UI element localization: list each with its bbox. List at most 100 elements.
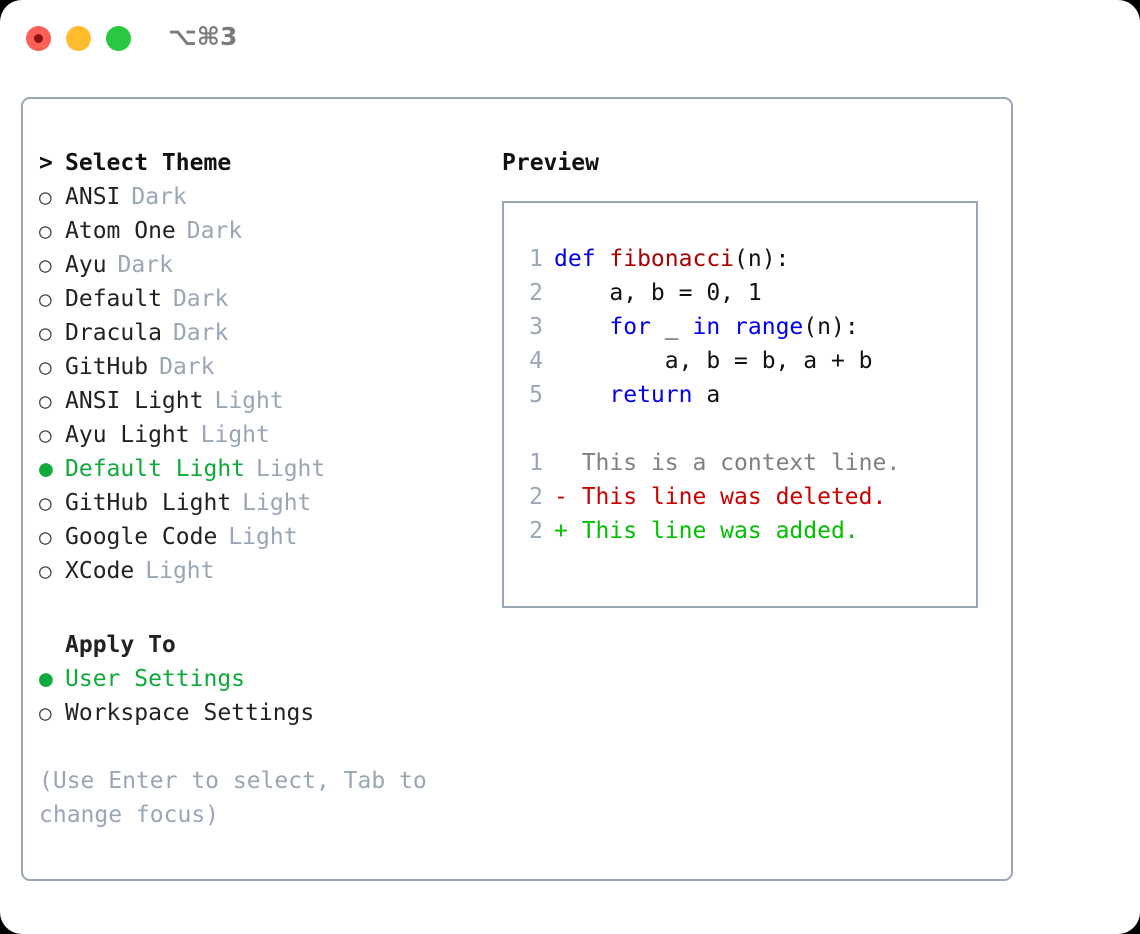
theme-item-label: GitHub xyxy=(65,354,149,380)
diff-line: 1 This is a context line. xyxy=(517,446,900,480)
code-token: in xyxy=(692,314,721,340)
apply-to-option[interactable]: ●User Settings xyxy=(39,662,479,696)
radio-unselected-icon: ○ xyxy=(39,185,52,209)
theme-item-label: Atom One xyxy=(65,218,176,244)
theme-item-label: ANSI Light xyxy=(65,388,204,414)
radio-unselected-icon: ○ xyxy=(39,701,52,725)
code-token: def xyxy=(554,246,610,272)
minimize-button[interactable] xyxy=(66,26,91,51)
theme-item[interactable]: ○ XCode Light xyxy=(39,554,479,588)
radio-unselected-icon: ○ xyxy=(39,389,52,413)
theme-item-variant: Light xyxy=(145,558,215,584)
theme-item-label: XCode xyxy=(65,558,135,584)
code-token: return xyxy=(609,382,693,408)
code-token: _ xyxy=(650,314,693,340)
theme-item-variant: Dark xyxy=(131,184,187,210)
radio-unselected-icon: ○ xyxy=(39,253,52,277)
diff-sign xyxy=(554,450,582,476)
maximize-button[interactable] xyxy=(106,26,131,51)
line-number: 2 xyxy=(529,280,543,306)
code-blank-line xyxy=(517,412,900,446)
code-line: 2 a, b = 0, 1 xyxy=(517,276,900,310)
theme-item[interactable]: ○ ANSI Dark xyxy=(39,180,479,214)
code-token: a, b = 0, 1 xyxy=(554,280,762,306)
diff-text: This line was added. xyxy=(581,518,859,544)
diff-sign: + xyxy=(554,518,582,544)
code-token xyxy=(554,314,609,340)
select-theme-header: > Select Theme xyxy=(39,146,479,180)
code-token: a xyxy=(692,382,721,408)
theme-item-variant: Dark xyxy=(172,320,229,346)
theme-item-label: Ayu xyxy=(65,252,107,278)
code-line: 5 return a xyxy=(517,378,900,412)
keyboard-hint: (Use Enter to select, Tab to change focu… xyxy=(39,768,427,828)
radio-unselected-icon: ○ xyxy=(39,525,52,549)
line-number: 4 xyxy=(529,348,543,374)
theme-item-variant: Dark xyxy=(172,286,229,312)
select-theme-label: Select Theme xyxy=(65,150,232,176)
line-number: 2 xyxy=(529,484,543,510)
line-number: 5 xyxy=(529,382,543,408)
diff-text: This is a context line. xyxy=(581,450,901,476)
theme-item-variant: Light xyxy=(242,490,312,516)
theme-item-label: Default xyxy=(65,286,162,312)
code-line: 3 for _ in range(n): xyxy=(517,310,900,344)
radio-unselected-icon: ○ xyxy=(39,355,52,379)
code-token: (n): xyxy=(734,246,790,272)
apply-to-option-label: User Settings xyxy=(65,666,246,692)
close-button[interactable] xyxy=(26,26,51,51)
radio-unselected-icon: ○ xyxy=(39,423,52,447)
line-number: 3 xyxy=(529,314,543,340)
theme-item[interactable]: ○ Atom One Dark xyxy=(39,214,479,248)
theme-item-variant: Dark xyxy=(159,354,215,380)
theme-item-label: ANSI xyxy=(65,184,121,210)
line-number: 1 xyxy=(529,450,543,476)
radio-unselected-icon: ○ xyxy=(39,287,52,311)
radio-unselected-icon: ○ xyxy=(39,491,52,515)
apply-to-option-label: Workspace Settings xyxy=(65,700,315,726)
radio-unselected-icon: ○ xyxy=(39,219,52,243)
theme-item[interactable]: ○ Ayu Light Light xyxy=(39,418,479,452)
code-token xyxy=(720,314,734,340)
theme-item-variant: Light xyxy=(256,456,326,482)
theme-item-label: Ayu Light xyxy=(65,422,190,448)
theme-item[interactable]: ○ Ayu Dark xyxy=(39,248,479,282)
spacer xyxy=(39,588,479,628)
diff-text: This line was deleted. xyxy=(581,484,887,510)
theme-item-variant: Light xyxy=(228,524,298,550)
apply-to-label: Apply To xyxy=(65,632,176,658)
code-token: range xyxy=(734,314,804,340)
code-token: (n): xyxy=(803,314,859,340)
apply-to-option[interactable]: ○ Workspace Settings xyxy=(39,696,479,730)
theme-item[interactable]: ○ GitHub Dark xyxy=(39,350,479,384)
theme-item[interactable]: ○ Default Dark xyxy=(39,282,479,316)
line-number: 1 xyxy=(529,246,543,272)
code-token: a, b = b, a + b xyxy=(554,348,873,374)
code-line: 1 def fibonacci(n): xyxy=(517,242,900,276)
apply-to-list: ●User Settings ○ Workspace Settings xyxy=(39,662,479,730)
code-token: fibonacci xyxy=(609,246,735,272)
radio-unselected-icon: ○ xyxy=(39,559,52,583)
code-token xyxy=(554,382,609,408)
theme-item-label: Default Light xyxy=(65,456,246,482)
diff-sign: - xyxy=(554,484,582,510)
caret-icon: > xyxy=(39,150,53,176)
theme-item-variant: Light xyxy=(200,422,270,448)
apply-to-title: Apply To xyxy=(39,628,479,662)
window-title: ⌥⌘3 xyxy=(168,22,238,51)
theme-item-variant: Dark xyxy=(186,218,243,244)
preview-title: Preview xyxy=(502,150,599,176)
theme-item-variant: Dark xyxy=(117,252,173,278)
